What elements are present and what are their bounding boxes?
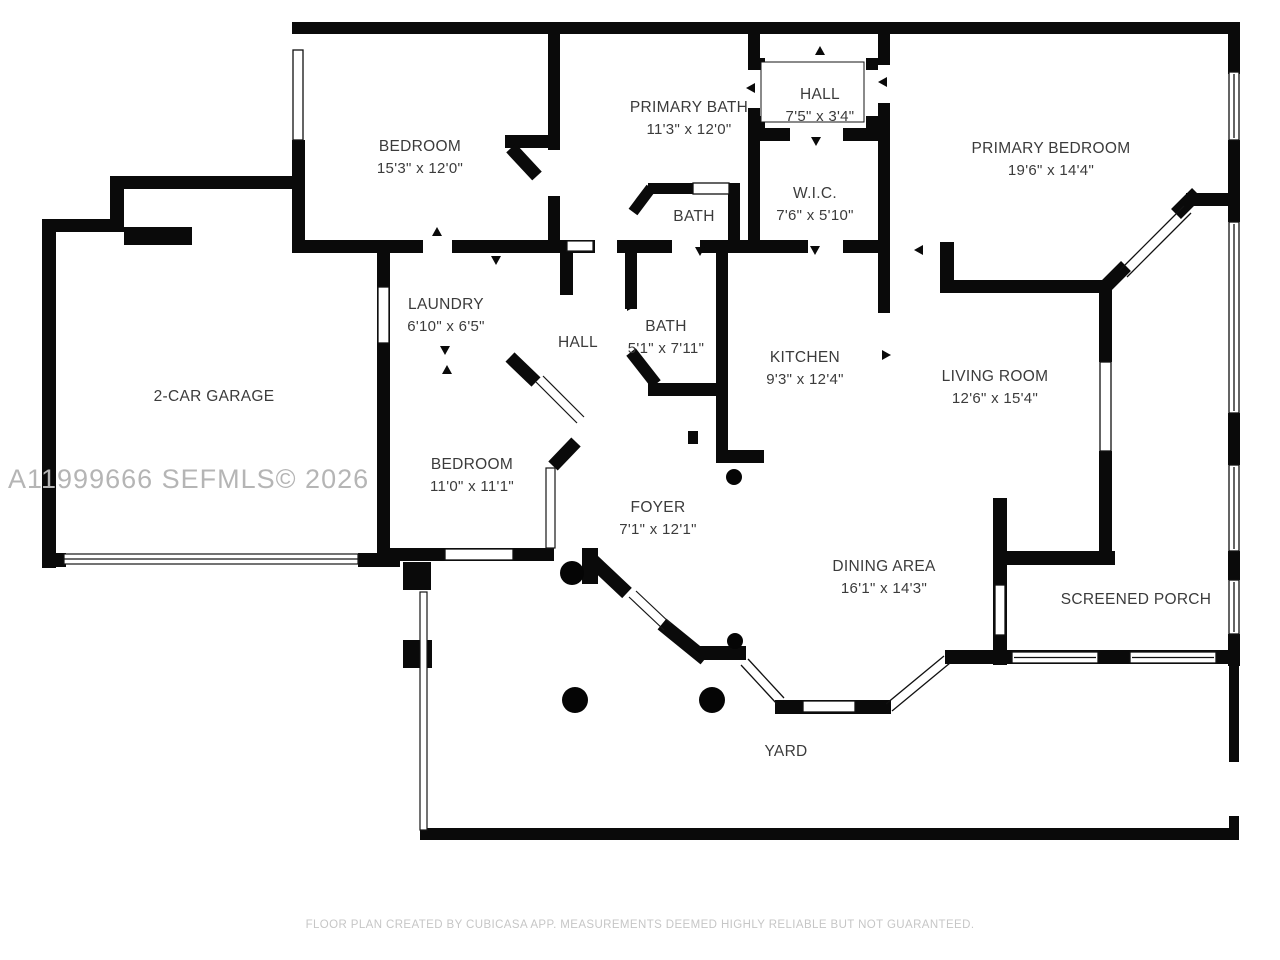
door-arrow-icon [815, 46, 825, 55]
room-label-screened-porch: SCREENED PORCH [1061, 589, 1212, 611]
room-name: HALL [558, 334, 598, 351]
room-name: BEDROOM [430, 456, 514, 473]
windows-layer [292, 49, 1240, 713]
room-label-dining-area: DINING AREA 16'1" x 14'3" [832, 556, 935, 600]
room-name: BATH [645, 318, 687, 335]
room-name: KITCHEN [769, 349, 841, 366]
room-dims: 19'6" x 14'4" [1007, 162, 1095, 179]
door-arrow-icon [878, 77, 887, 87]
hall-closet-outline [760, 61, 865, 123]
room-name: 2-CAR GARAGE [153, 388, 275, 405]
room-label-hall-top: HALL 7'5" x 3'4" [786, 84, 855, 128]
room-dims: 15'3" x 12'0" [376, 160, 464, 177]
cased-opening [566, 240, 594, 252]
room-dims: 7'5" x 3'4" [785, 108, 855, 125]
room-name: YARD [764, 743, 808, 760]
room-label-bath-center: BATH 5'1" x 7'11" [628, 316, 704, 360]
room-label-wic: W.I.C. 7'6" x 5'10" [776, 183, 854, 227]
front-door [628, 596, 665, 631]
room-dims: 11'0" x 11'1" [430, 478, 514, 495]
hall-opening [535, 381, 578, 424]
room-name: W.I.C. [793, 185, 837, 202]
room-label-hall-center: HALL [558, 332, 598, 354]
room-name: BATH [673, 208, 715, 225]
door-arrow-icon [695, 247, 705, 256]
room-label-foyer: FOYER 7'1" x 12'1" [619, 497, 697, 541]
room-dims: 11'3" x 12'0" [646, 121, 732, 138]
footer-disclaimer: FLOOR PLAN CREATED BY CUBICASA APP. MEAS… [305, 919, 975, 931]
door-arrow-icon [491, 256, 501, 265]
room-name: PRIMARY BATH [629, 99, 749, 116]
room-name: DINING AREA [832, 558, 936, 575]
room-dims: 9'3" x 12'4" [766, 371, 844, 388]
room-label-garage: 2-CAR GARAGE [154, 386, 275, 408]
room-label-bedroom-1: BEDROOM 15'3" x 12'0" [377, 136, 463, 180]
room-label-bedroom-2: BEDROOM 11'0" x 11'1" [430, 454, 514, 498]
door-arrow-icon [440, 346, 450, 355]
room-dims: 16'1" x 14'3" [840, 580, 928, 597]
room-name: FOYER [630, 499, 686, 516]
room-dims: 7'1" x 12'1" [619, 521, 697, 538]
room-label-primary-bedroom: PRIMARY BEDROOM 19'6" x 14'4" [972, 138, 1131, 182]
door-arrow-icon [810, 246, 820, 255]
door-arrow-icon [882, 350, 891, 360]
tree-icon [726, 469, 742, 485]
tree-icon [699, 687, 725, 713]
room-dims: 5'1" x 7'11" [627, 340, 705, 357]
room-name: LIVING ROOM [941, 368, 1049, 385]
door-arrow-icon [627, 301, 636, 311]
room-name: BEDROOM [378, 138, 462, 155]
pocket-door [545, 467, 556, 549]
room-label-living-room: LIVING ROOM 12'6" x 15'4" [942, 366, 1049, 410]
tree-icon [562, 687, 588, 713]
door-arrow-icon [432, 227, 442, 236]
room-label-bath-top: BATH [673, 206, 714, 228]
door-arrow-icon [442, 365, 452, 374]
doors-openings-layer [63, 61, 865, 831]
room-name: HALL [800, 86, 840, 103]
room-dims: 12'6" x 15'4" [951, 390, 1039, 407]
room-label-laundry: LAUNDRY 6'10" x 6'5" [407, 294, 485, 338]
yard-tree-icons [560, 469, 743, 713]
door-arrow-icon [914, 245, 923, 255]
room-name: LAUNDRY [408, 296, 484, 313]
door-arrow-icon [811, 137, 821, 146]
room-label-primary-bath: PRIMARY BATH 11'3" x 12'0" [630, 97, 748, 141]
tree-icon [560, 561, 584, 585]
room-dims: 6'10" x 6'5" [407, 318, 485, 335]
room-label-yard: YARD [764, 741, 807, 763]
mls-watermark: A11999666 SEFMLS© 2026 [8, 464, 370, 494]
room-name: PRIMARY BEDROOM [971, 140, 1131, 157]
door-arrow-icon [746, 83, 755, 93]
room-dims: 7'6" x 5'10" [776, 207, 854, 224]
yard-fence [419, 591, 428, 831]
room-name: SCREENED PORCH [1060, 591, 1212, 608]
tree-icon [727, 633, 743, 649]
room-label-kitchen: KITCHEN 9'3" x 12'4" [766, 347, 844, 391]
door-arrow-icons [432, 46, 923, 374]
